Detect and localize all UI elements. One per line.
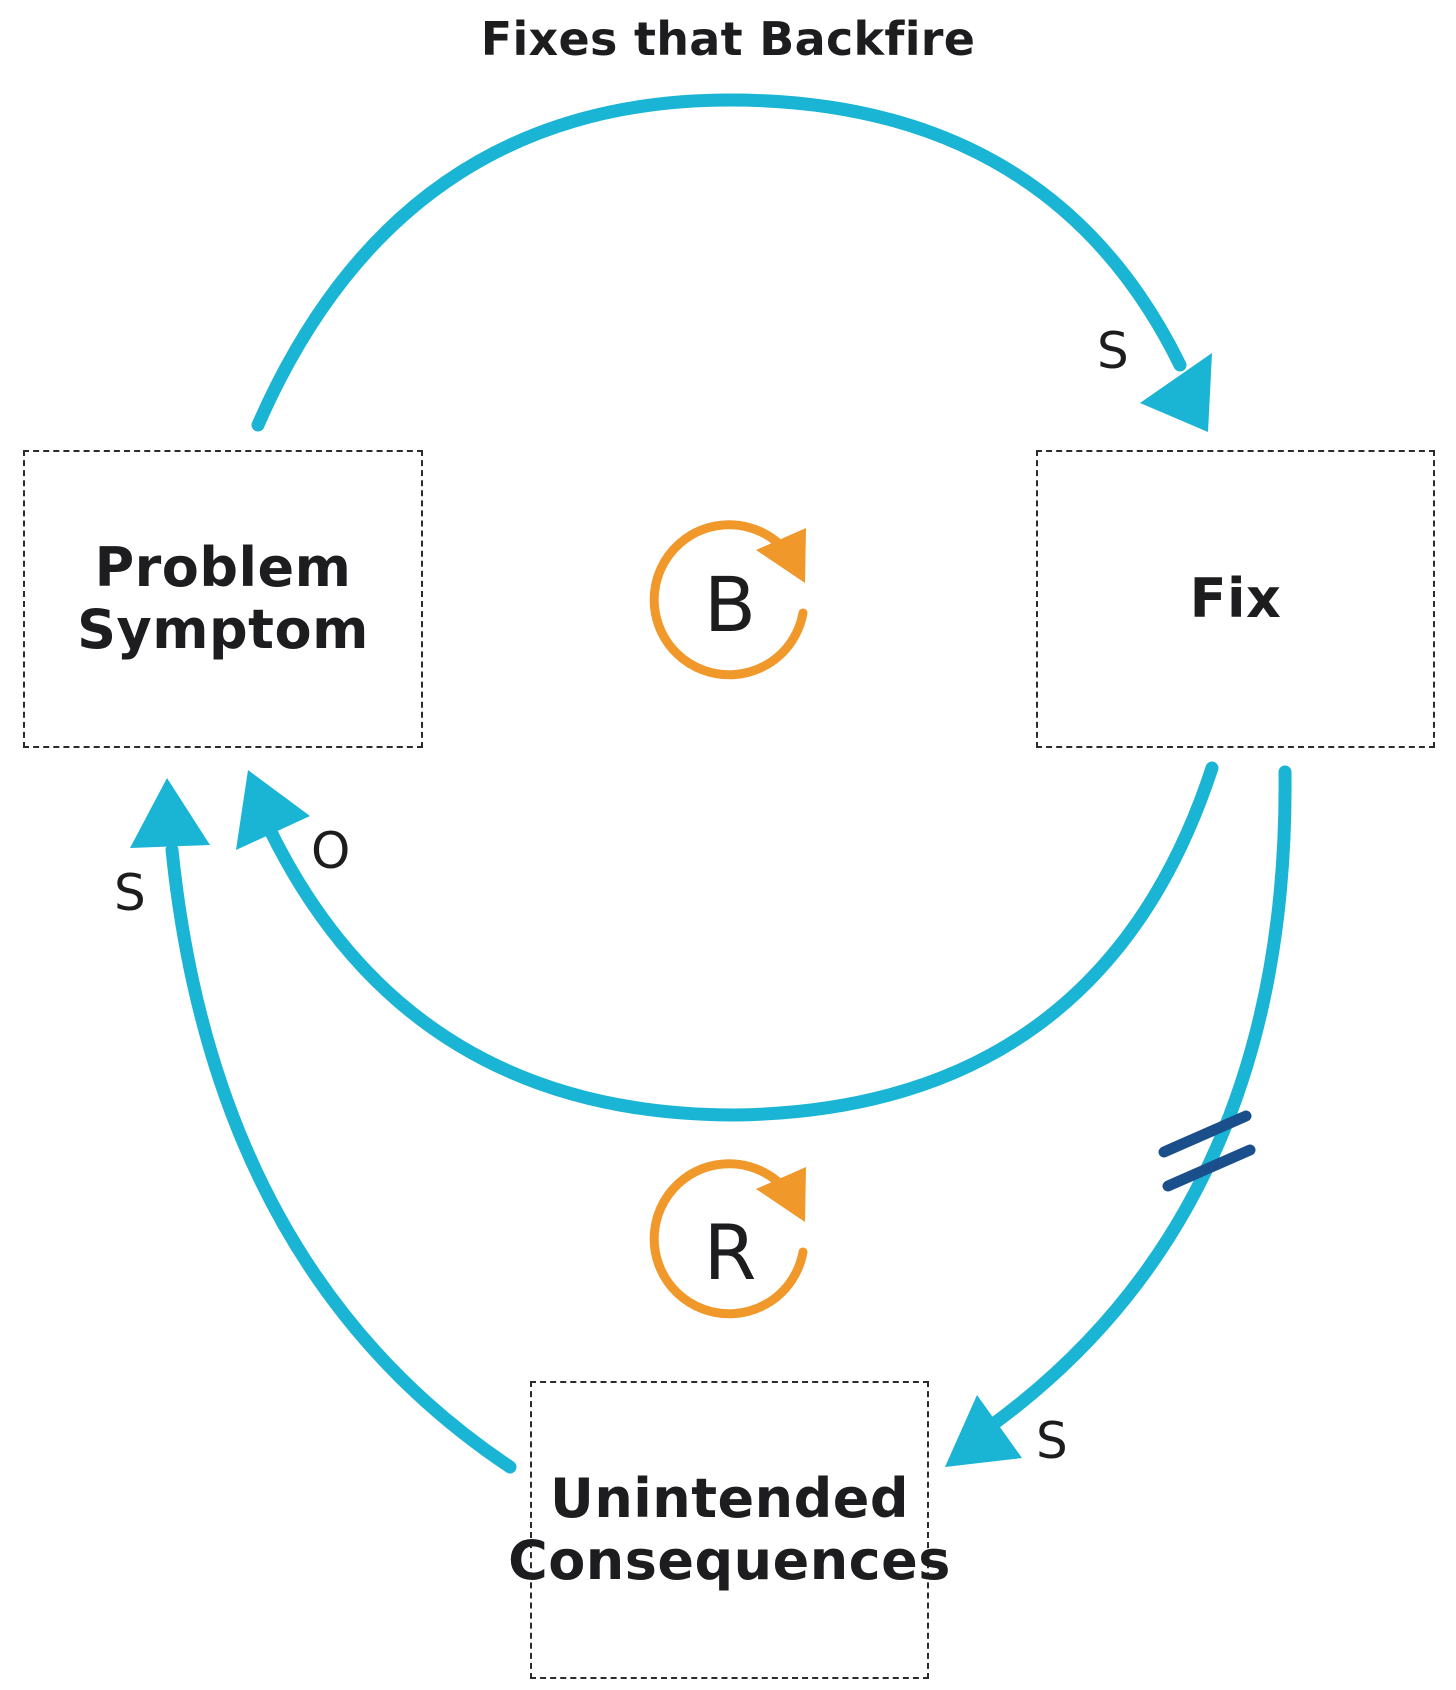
delay-mark-1 xyxy=(1158,1110,1252,1158)
polarity-fix-to-consequences: S xyxy=(1036,1412,1068,1470)
polarity-problem-to-fix: S xyxy=(1097,322,1129,380)
node-problem-symptom: Problem Symptom xyxy=(23,450,423,748)
node-fix-label: Fix xyxy=(1189,567,1282,630)
loop-marker-r-arrowhead xyxy=(756,1167,806,1222)
node-unintended-consequences-line1: Unintended xyxy=(549,1467,910,1530)
loop-label-reinforcing: R xyxy=(703,1208,757,1297)
loop-label-balancing: B xyxy=(703,560,757,649)
loop-marker-r-circle xyxy=(649,1159,808,1319)
node-fix: Fix xyxy=(1036,450,1435,748)
arrow-problem-to-fix xyxy=(251,93,1187,432)
node-problem-symptom-line1: Problem xyxy=(94,536,352,599)
arrowhead-fix-top xyxy=(1140,353,1212,432)
arrow-consequences-to-problem xyxy=(165,843,517,1474)
arrow-fix-to-consequences xyxy=(981,765,1292,1435)
arrowhead-consequences xyxy=(945,1395,1022,1467)
loop-marker-b-arrowhead xyxy=(756,528,806,583)
delay-mark-2 xyxy=(1162,1144,1256,1192)
node-problem-symptom-line2: Symptom xyxy=(77,598,369,661)
diagram-title: Fixes that Backfire xyxy=(480,12,976,66)
polarity-consequences-to-problem: S xyxy=(114,864,146,922)
loop-marker-b-circle xyxy=(649,520,808,680)
arrowhead-problem-inner xyxy=(236,770,310,850)
polarity-fix-to-problem: O xyxy=(311,822,351,880)
node-unintended-consequences-line2: Consequences xyxy=(508,1529,951,1592)
arrow-fix-to-problem xyxy=(263,761,1219,1122)
node-unintended-consequences: Unintended Consequences xyxy=(508,1381,950,1679)
arrowhead-problem-outer xyxy=(130,778,210,848)
